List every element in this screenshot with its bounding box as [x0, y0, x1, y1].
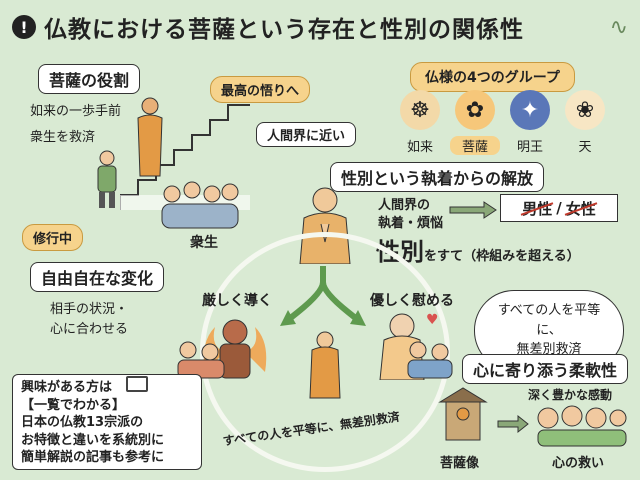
attachment-line-2: 執着・煩悩: [378, 216, 444, 231]
statue-label: 菩薩像: [440, 456, 480, 471]
salvation-label: 心の救い: [552, 456, 605, 471]
related-article-box[interactable]: 興味がある方は 【一覧でわかる】 日本の仏教13宗派の お特徴と違いを系統別に …: [12, 374, 202, 470]
cloud-line-1: すべての人を平等に、: [497, 303, 601, 338]
buddha-icon: ☸: [400, 90, 440, 130]
info-line-3: 日本の仏教13宗派の: [21, 415, 144, 431]
bodhisattva-climbing-figure: [137, 97, 163, 177]
info-line-5: 簡単解説の記事も参考に: [21, 450, 165, 466]
info-line-2: 【一覧でわかる】: [21, 397, 126, 413]
attachment-line-1: 人間界の: [378, 198, 431, 213]
practitioner-figure: [97, 150, 117, 208]
role-line-2: 衆生を救済: [30, 130, 96, 145]
change-line-1: 相手の状況・: [50, 302, 129, 317]
strict-guidance-label: 厳しく導く: [202, 293, 272, 309]
exclamation-icon: !: [12, 15, 36, 39]
temple-statue-icon: [438, 387, 488, 441]
female-text: 女性: [565, 199, 596, 218]
near-human-label: 人間界に近い: [256, 122, 357, 147]
group-label-nyorai: 如来: [406, 140, 433, 155]
swirl-decoration-icon: ∿: [609, 14, 628, 40]
cloud-line-2: 無差別救済: [516, 342, 582, 357]
people-label: 衆生: [190, 235, 218, 251]
flex-heading: 心に寄り添う柔軟性: [462, 354, 629, 384]
emotion-label: 深く豊かな感動: [528, 388, 613, 402]
discard-rest-text: をすて（枠組みを超える）: [424, 249, 580, 264]
groups-heading: 仏様の4つのグループ: [410, 62, 575, 92]
wisdom-king-icon: ✦: [510, 90, 550, 130]
slash-text: /: [556, 199, 562, 217]
standing-bodhisattva-figure: [309, 331, 341, 399]
title-bar: ! 仏教における菩薩という存在と性別の関係性 ∿: [12, 8, 628, 46]
people-right-group: [407, 341, 453, 379]
branching-arrows-icon: [280, 266, 366, 326]
practice-label: 修行中: [22, 224, 84, 251]
smiling-people-icon: [537, 405, 627, 447]
change-heading: 自由自在な変化: [30, 262, 165, 292]
monitor-icon: [126, 376, 148, 392]
gender-heading: 性別という執着からの解放: [330, 162, 545, 192]
bodhisattva-icon: ✿: [455, 90, 495, 130]
role-line-1: 如来の一歩手前: [30, 104, 122, 119]
people-left-group: [177, 341, 225, 379]
group-label-myoo: 明王: [516, 140, 543, 155]
male-text: 男性: [522, 199, 553, 218]
change-line-2: 心に合わせる: [50, 322, 129, 337]
flex-arrow-icon: [497, 414, 529, 434]
gentle-comfort-label: 優しく慰める: [370, 293, 454, 309]
info-line-4: お特徴と違いを系統別に: [21, 432, 165, 448]
deva-icon: ❀: [565, 90, 605, 130]
crowd-figures: [161, 181, 239, 229]
right-arrow-icon: [449, 201, 497, 219]
gender-box: 男性 / 女性: [500, 194, 618, 222]
info-line-1: 興味がある方は: [21, 380, 113, 395]
group-label-ten: 天: [578, 140, 592, 155]
page-title: 仏教における菩薩という存在と性別の関係性: [44, 17, 524, 43]
group-label-bosatsu: 菩薩: [450, 136, 500, 155]
heart-icon: ♥: [426, 312, 439, 328]
goal-label: 最高の悟りへ: [210, 76, 311, 103]
role-heading: 菩薩の役割: [38, 64, 141, 94]
